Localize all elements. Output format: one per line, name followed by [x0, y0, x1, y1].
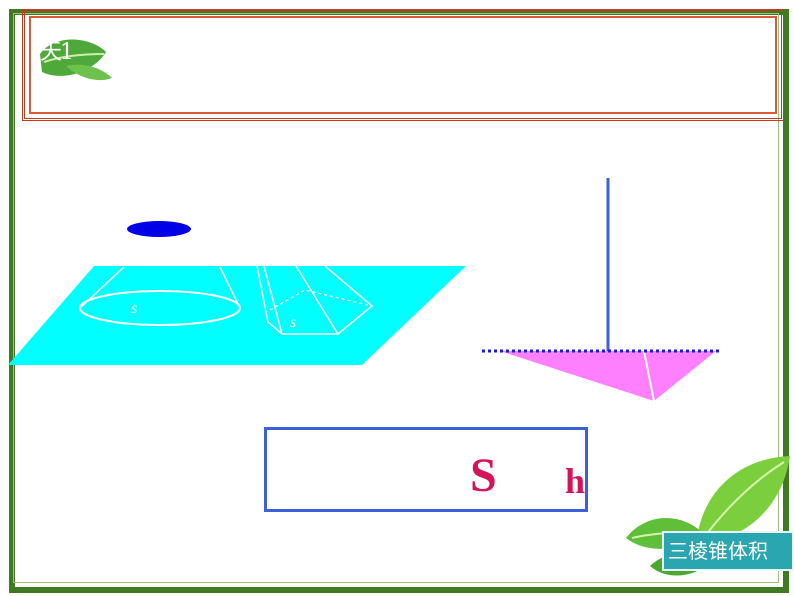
title-box: [22, 9, 784, 121]
pyramid-hidden-edges: [269, 289, 373, 311]
slide-frame-inner-line: [13, 13, 779, 583]
top-ellipse: [127, 221, 191, 237]
leaf-icon: [40, 39, 112, 81]
formula-symbol-S: S: [470, 449, 497, 502]
pyramid-edge-a: [263, 265, 283, 335]
pyramid-edges: [256, 265, 374, 335]
triangle-inner-line: [643, 350, 655, 402]
formula-symbol-h: h: [565, 461, 586, 501]
cone-side-left: [79, 266, 125, 309]
title-fragment: 天1: [40, 40, 74, 65]
title-box-inner: [29, 16, 777, 114]
pyramid-edge-b: [295, 265, 339, 335]
formula-box: S h: [264, 427, 588, 512]
cone-side-right: [219, 266, 241, 309]
leaves-decoration-icon: [626, 456, 790, 576]
pyramid-volume-button[interactable]: 三棱锥体积: [662, 531, 794, 571]
cone-base-label: s: [131, 300, 137, 317]
base-plane: [8, 266, 466, 365]
pyramid-base-label: s: [290, 314, 296, 331]
slide-frame: [9, 9, 789, 593]
pink-triangle: [500, 351, 716, 401]
